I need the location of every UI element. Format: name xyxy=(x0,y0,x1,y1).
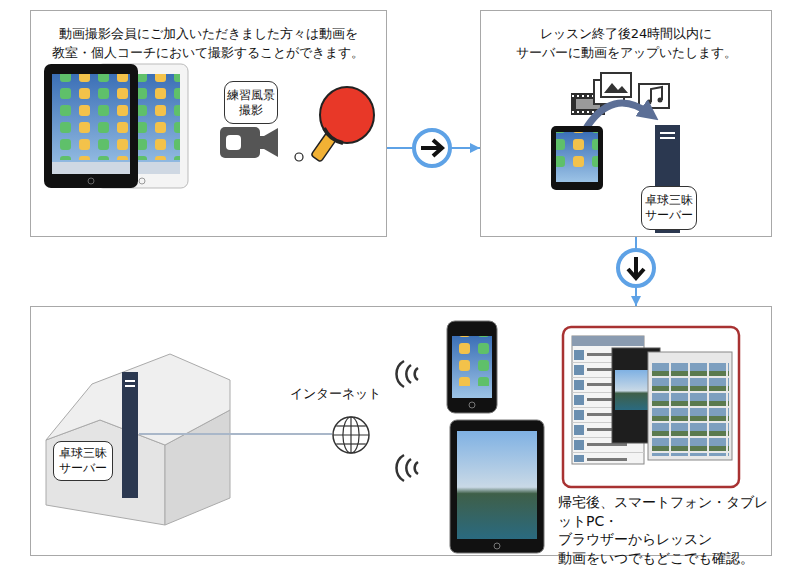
server-node: 卓球三昧 サーバー xyxy=(53,373,139,499)
server-tower xyxy=(122,372,138,498)
flow-badge xyxy=(414,130,450,166)
network-link xyxy=(139,433,332,435)
thought-dot xyxy=(295,153,303,161)
screenshot-frame xyxy=(563,327,739,487)
step-panel: 帰宅後、スマートフォン・タブレ ットPC・ブラウザーからレッスン 動画をいつでも… xyxy=(30,306,772,556)
server-label: 卓球三昧 サーバー xyxy=(53,441,113,481)
video-camera-icon xyxy=(220,127,278,158)
flow-arrow xyxy=(387,147,480,149)
house xyxy=(46,354,230,525)
callout-label: 卓球三昧 サーバー xyxy=(644,193,694,223)
step-panel: 動画撮影会員にご加入いただきました方々は動画を 教室・個人コーチにおいて撮影する… xyxy=(30,10,387,237)
globe-outline xyxy=(332,416,370,454)
media-icons xyxy=(571,73,669,115)
step-panel: レッスン終了後24時間以内に サーバーに動画をアップいたします。卓球三昧 サーバ… xyxy=(480,10,772,237)
callout-bubble: 練習風景 撮影 xyxy=(224,81,278,124)
smartphone xyxy=(447,321,497,413)
caption-text: 帰宅後、スマートフォン・タブレ ットPC・ブラウザーからレッスン 動画をいつでも… xyxy=(558,493,770,565)
flow-arrow xyxy=(635,237,637,306)
ping-pong-paddle xyxy=(311,87,374,162)
globe-label: インターネット xyxy=(276,386,394,402)
tablet-pair xyxy=(44,64,188,188)
internet-globe: インターネット xyxy=(332,416,370,454)
wireless-waves xyxy=(396,361,418,481)
callout-bubble: 卓球三昧 サーバー xyxy=(641,186,697,230)
small-tablet xyxy=(551,126,603,190)
tablet xyxy=(450,420,544,553)
panel-heading: 動画撮影会員にご加入いただきました方々は動画を 教室・個人コーチにおいて撮影する… xyxy=(48,24,368,62)
upload-arrow xyxy=(585,103,650,130)
callout-label: 練習風景 撮影 xyxy=(226,88,276,118)
panel-heading: レッスン終了後24時間以内に サーバーに動画をアップいたします。 xyxy=(511,24,741,62)
flow-badge xyxy=(618,250,654,286)
